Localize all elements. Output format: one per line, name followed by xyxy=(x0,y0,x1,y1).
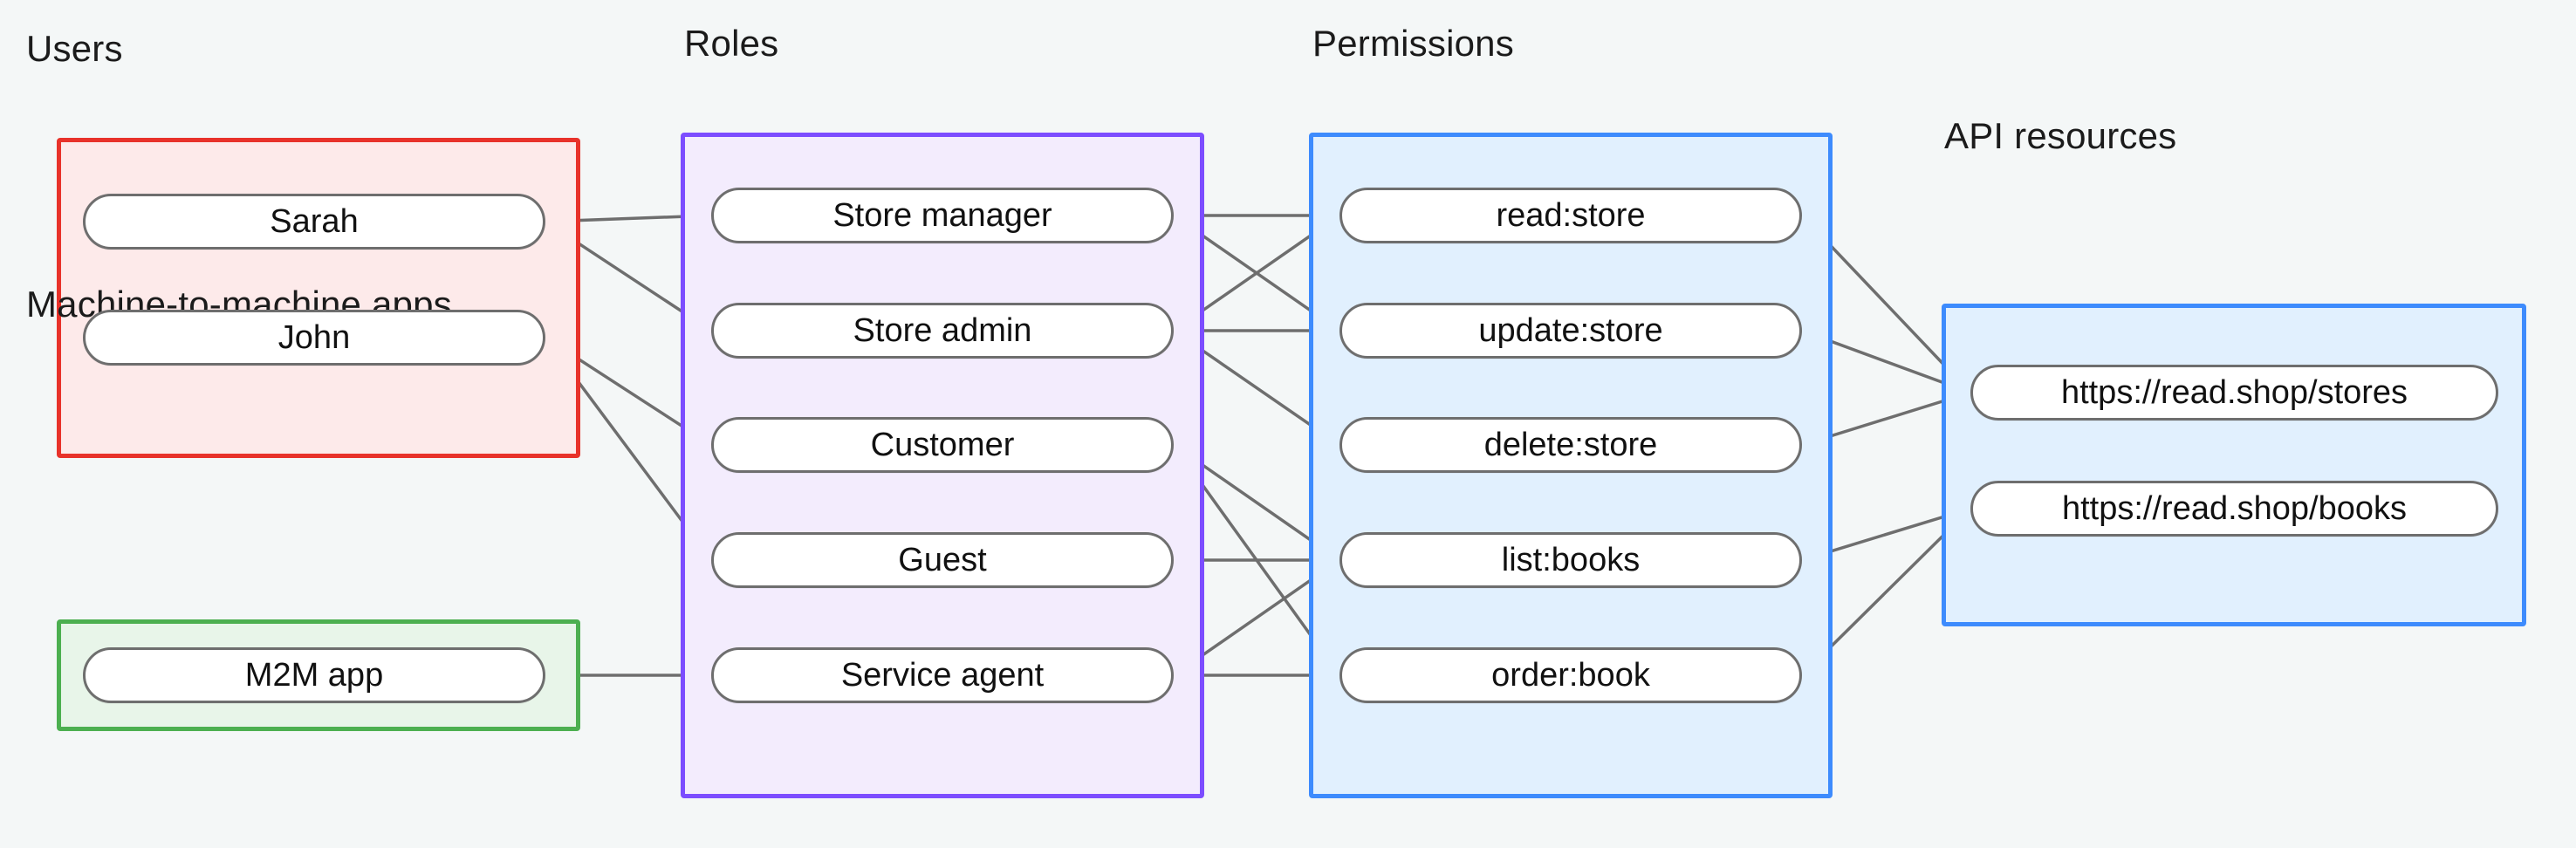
node-service_agent[interactable]: Service agent xyxy=(711,647,1174,703)
group-label-users: Users xyxy=(26,28,123,69)
node-store_manager[interactable]: Store manager xyxy=(711,188,1174,243)
node-sarah[interactable]: Sarah xyxy=(83,194,545,250)
group-label-permissions: Permissions xyxy=(1312,23,1514,64)
node-store_admin[interactable]: Store admin xyxy=(711,303,1174,359)
group-label-roles: Roles xyxy=(684,23,779,64)
node-guest[interactable]: Guest xyxy=(711,532,1174,588)
node-res_stores[interactable]: https://read.shop/stores xyxy=(1970,365,2498,421)
node-res_books[interactable]: https://read.shop/books xyxy=(1970,481,2498,537)
node-list_books[interactable]: list:books xyxy=(1339,532,1802,588)
group-box-api_resources xyxy=(1942,304,2526,626)
node-delete_store[interactable]: delete:store xyxy=(1339,417,1802,473)
node-customer[interactable]: Customer xyxy=(711,417,1174,473)
group-box-users xyxy=(57,138,580,458)
node-john[interactable]: John xyxy=(83,310,545,366)
node-update_store[interactable]: update:store xyxy=(1339,303,1802,359)
group-label-api_resources: API resources xyxy=(1944,115,2177,156)
node-order_book[interactable]: order:book xyxy=(1339,647,1802,703)
node-m2m_app[interactable]: M2M app xyxy=(83,647,545,703)
node-read_store[interactable]: read:store xyxy=(1339,188,1802,243)
